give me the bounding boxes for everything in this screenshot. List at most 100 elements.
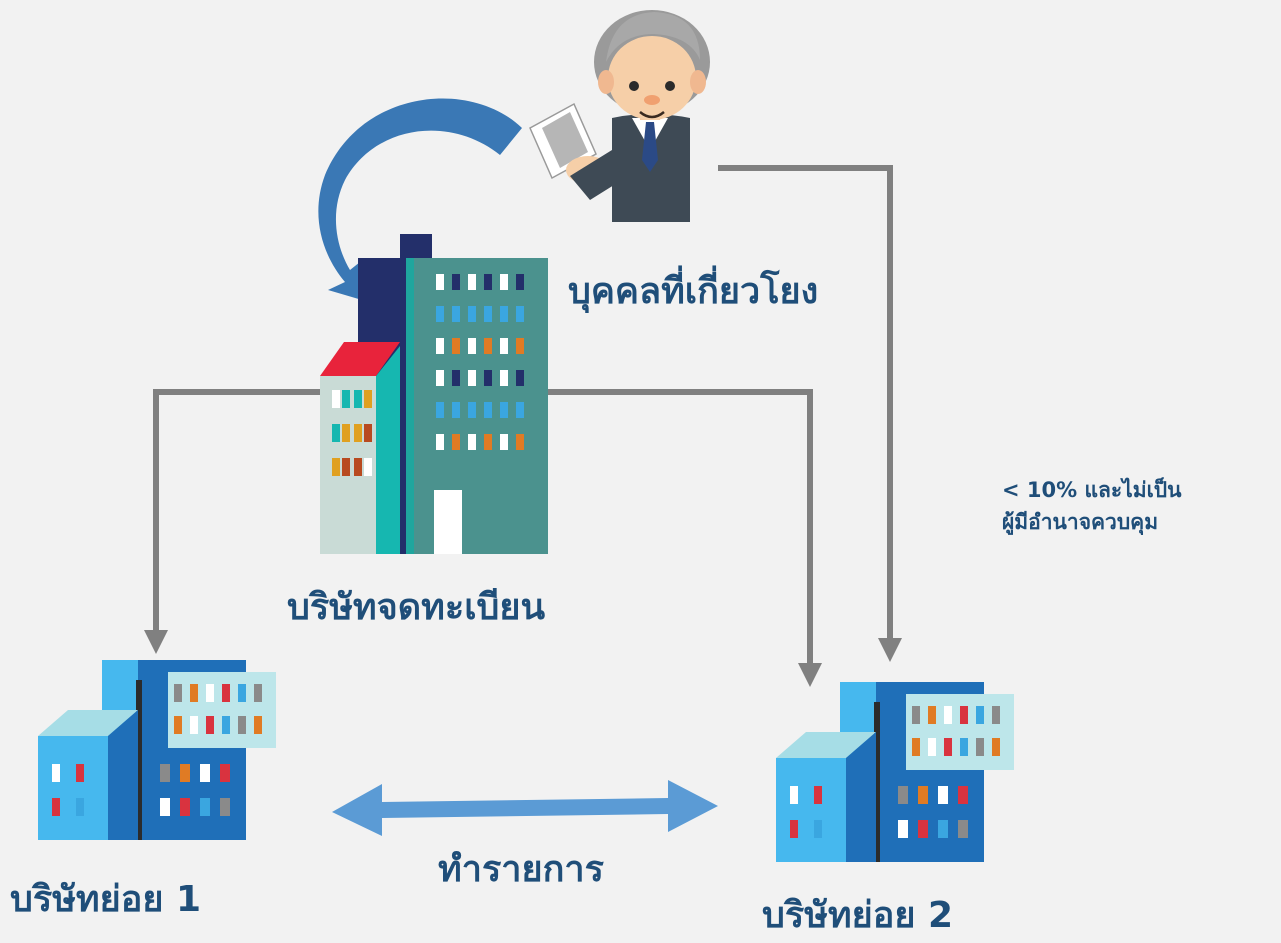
window: [928, 738, 936, 756]
window: [52, 764, 60, 782]
window: [436, 338, 444, 354]
window: [500, 402, 508, 418]
businessman-icon: [529, 10, 710, 222]
window: [436, 402, 444, 418]
window: [52, 798, 60, 816]
window: [254, 716, 262, 734]
window: [960, 706, 968, 724]
window: [468, 338, 476, 354]
window: [452, 274, 460, 290]
window: [180, 798, 190, 816]
window: [332, 424, 340, 442]
window: [992, 738, 1000, 756]
window: [960, 738, 968, 756]
window: [944, 706, 952, 724]
transaction-double-arrow-icon: [332, 780, 718, 836]
window: [342, 458, 350, 476]
window: [976, 706, 984, 724]
window: [516, 306, 524, 322]
window: [928, 706, 936, 724]
window: [174, 684, 182, 702]
window: [516, 402, 524, 418]
window: [912, 738, 920, 756]
window: [452, 338, 460, 354]
window: [814, 786, 822, 804]
window: [76, 798, 84, 816]
window: [452, 402, 460, 418]
connector-person-to-subsidiary-2: [718, 165, 902, 662]
window: [484, 274, 492, 290]
window: [332, 390, 340, 408]
window: [354, 458, 362, 476]
window: [814, 820, 822, 838]
curved-arrow-icon: [318, 98, 522, 300]
subsidiary-2-label: บริษัทย่อย 2: [762, 895, 954, 936]
window: [222, 716, 230, 734]
connectors: [144, 165, 902, 687]
window: [912, 706, 920, 724]
window: [500, 338, 508, 354]
transaction-label: ทำรายการ: [438, 849, 604, 890]
window: [500, 306, 508, 322]
subsidiary-2-building-icon: [776, 682, 1014, 862]
window: [452, 370, 460, 386]
window: [160, 798, 170, 816]
window: [516, 434, 524, 450]
window: [468, 370, 476, 386]
window: [790, 786, 798, 804]
window: [992, 706, 1000, 724]
window: [364, 458, 372, 476]
window: [342, 424, 350, 442]
subsidiary-1-label: บริษัทย่อย 1: [10, 879, 202, 920]
window: [468, 402, 476, 418]
window: [898, 786, 908, 804]
related-person-label: บุคคลที่เกี่ยวโยง: [568, 271, 819, 312]
window: [516, 338, 524, 354]
threshold-line-2: ผู้มีอำนาจควบคุม: [1002, 510, 1159, 534]
window: [500, 274, 508, 290]
window: [790, 820, 798, 838]
window: [944, 738, 952, 756]
window: [200, 798, 210, 816]
listed-company-building-icon: [320, 234, 548, 554]
window: [958, 820, 968, 838]
connector-listed-to-subsidiary-2: [548, 389, 822, 687]
window: [206, 684, 214, 702]
window: [938, 820, 948, 838]
window: [976, 738, 984, 756]
window: [938, 786, 948, 804]
window: [436, 274, 444, 290]
window: [332, 458, 340, 476]
listed-company-label: บริษัทจดทะเบียน: [287, 587, 546, 628]
window: [354, 424, 362, 442]
window: [364, 390, 372, 408]
threshold-line-1: < 10% และไม่เป็น: [1002, 478, 1182, 502]
window: [484, 370, 492, 386]
window: [254, 684, 262, 702]
window: [468, 434, 476, 450]
window: [898, 820, 908, 838]
window: [222, 684, 230, 702]
window: [436, 306, 444, 322]
window: [220, 798, 230, 816]
window: [516, 274, 524, 290]
window: [484, 402, 492, 418]
window: [918, 820, 928, 838]
connector-listed-to-subsidiary-1: [144, 389, 320, 654]
window: [220, 764, 230, 782]
window: [484, 434, 492, 450]
window: [238, 716, 246, 734]
subsidiary-1-building-icon: [38, 660, 276, 840]
window: [484, 306, 492, 322]
window: [200, 764, 210, 782]
window: [342, 390, 350, 408]
window: [452, 306, 460, 322]
window: [436, 434, 444, 450]
window: [238, 684, 246, 702]
window: [452, 434, 460, 450]
window: [484, 338, 492, 354]
window: [516, 370, 524, 386]
window: [500, 434, 508, 450]
window: [190, 716, 198, 734]
window: [468, 306, 476, 322]
